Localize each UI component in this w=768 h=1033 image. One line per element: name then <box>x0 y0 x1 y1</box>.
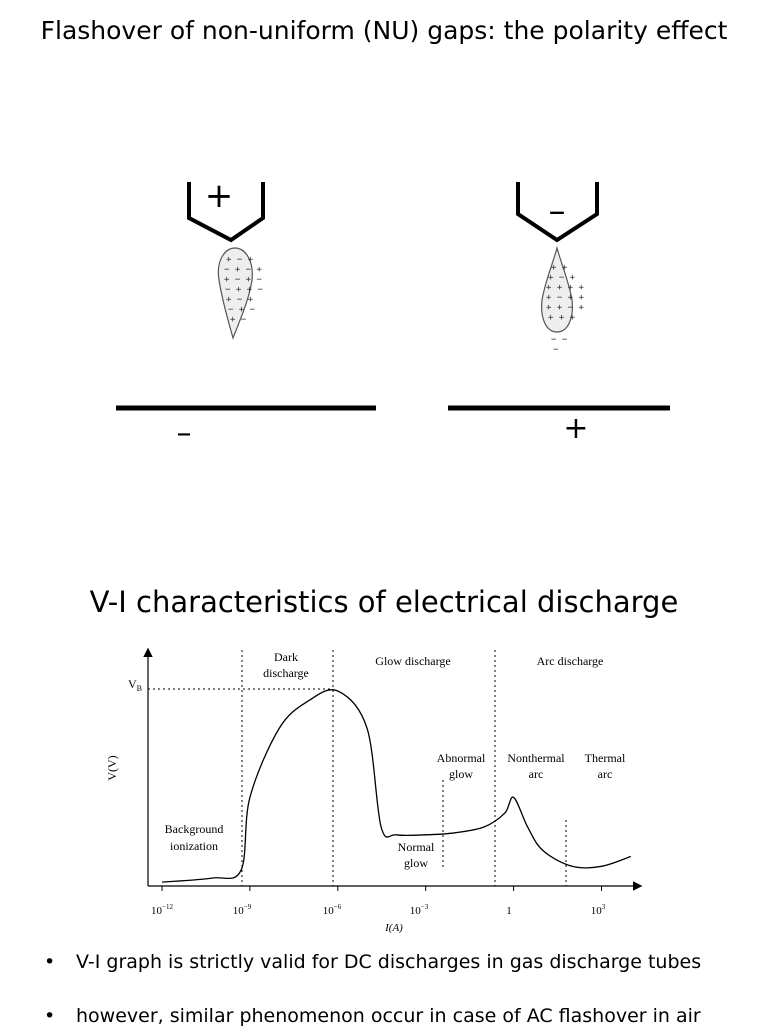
region-label-dark-1: Dark <box>274 650 298 664</box>
region-dividers <box>241 650 567 886</box>
left-cloud-charges: + − +− + − ++ − + −− + + −+ − +− + −+ − <box>224 255 264 325</box>
label-thermal-2: arc <box>598 767 613 781</box>
x-tick-label: 103 <box>591 903 606 917</box>
right-cloud-charges: + ++ − ++ + + ++ − + ++ + − ++ + +− −− <box>546 263 585 355</box>
label-nonthermal-2: arc <box>529 767 544 781</box>
x-axis-label: I(A) <box>384 922 403 934</box>
vi-characteristic-chart: V(V) VB I(A) Dark discharge Glow dischar… <box>105 647 643 934</box>
left-gap: + + − +− + − ++ − + −− + + −+ − +− + −+ … <box>116 176 376 451</box>
x-tick-label: 10−6 <box>323 903 342 917</box>
bullet-item: however, similar phenomenon occur in cas… <box>40 999 760 1033</box>
x-tick-label: 1 <box>506 905 512 917</box>
label-background-1: Background <box>165 822 224 836</box>
label-thermal-1: Thermal <box>585 751 626 765</box>
right-needle-electrode <box>516 182 599 243</box>
right-space-charge-cloud <box>541 245 573 333</box>
bullet-item: V-I graph is strictly valid for DC disch… <box>40 945 760 979</box>
x-tick-label: 10−12 <box>151 903 173 917</box>
right-plane-sign: + <box>563 411 588 446</box>
x-tick-label: 10−3 <box>410 903 429 917</box>
label-normal-2: glow <box>404 856 428 870</box>
y-axis-label: V(V) <box>105 755 119 780</box>
label-nonthermal-1: Nonthermal <box>507 751 565 765</box>
left-plane-sign: – <box>177 416 192 451</box>
region-label-glow: Glow discharge <box>375 654 450 668</box>
vb-label: VB <box>128 677 142 693</box>
polarity-diagram: + + − +− + − ++ − + −− + + −+ − +− + −+ … <box>116 176 670 451</box>
slide-title-polarity: Flashover of non-uniform (NU) gaps: the … <box>40 16 728 45</box>
bullet-list: V-I graph is strictly valid for DC disch… <box>40 945 760 1033</box>
x-tick-labels: 10−12 10−9 10−6 10−3 1 103 <box>151 903 606 917</box>
label-abnormal-2: glow <box>449 767 473 781</box>
right-gap: – + ++ − ++ + + ++ − + ++ + − ++ + +− −−… <box>448 182 670 446</box>
label-abnormal-1: Abnormal <box>437 751 486 765</box>
right-needle-sign: – <box>549 191 566 231</box>
x-tick-marks <box>161 886 602 891</box>
left-space-charge-cloud <box>217 247 253 340</box>
region-label-dark-2: discharge <box>263 666 309 680</box>
left-needle-electrode <box>187 182 265 243</box>
x-tick-label: 10−9 <box>233 903 252 917</box>
region-label-arc: Arc discharge <box>537 654 604 668</box>
label-normal-1: Normal <box>398 840 435 854</box>
left-needle-sign: + <box>205 176 234 216</box>
slide-title-vi: V-I characteristics of electrical discha… <box>89 585 679 619</box>
label-background-2: ionization <box>170 839 218 853</box>
vi-curve <box>161 689 632 883</box>
